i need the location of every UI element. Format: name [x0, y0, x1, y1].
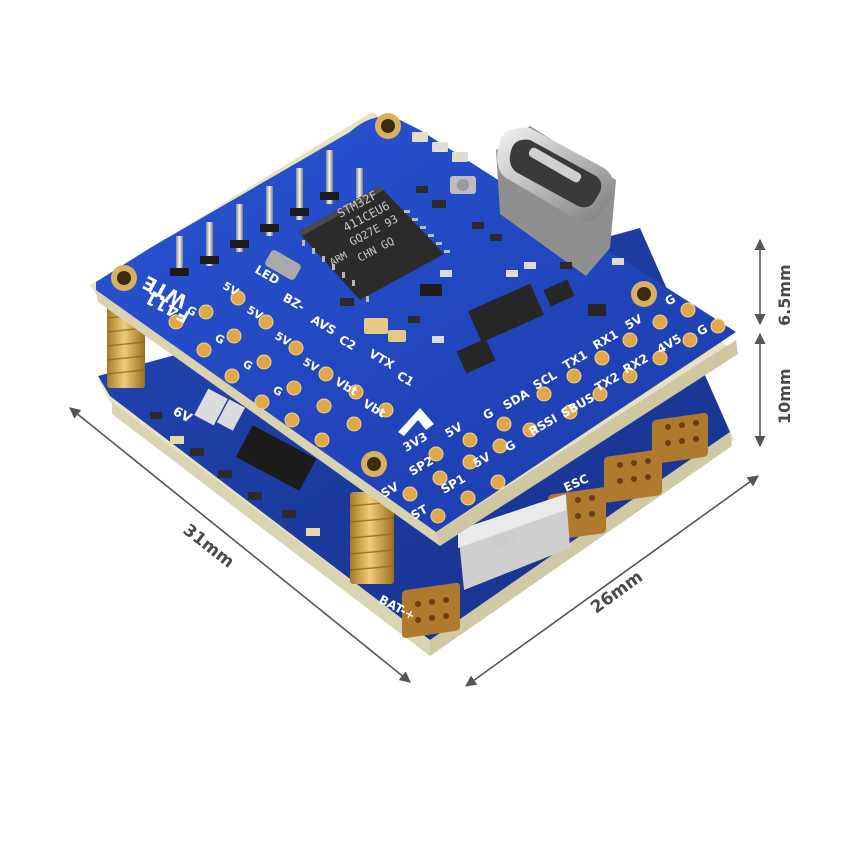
solder-pads	[168, 290, 726, 524]
battery-pad	[402, 582, 460, 638]
length-arrow	[69, 407, 411, 683]
mcu-chip: STM32F 411CEU6 GQ27E 93 CHN GQ ARM	[298, 186, 450, 302]
top-board: STM32F 411CEU6 GQ27E 93 CHN GQ ARM	[90, 112, 738, 546]
motor-pad-3	[652, 413, 708, 464]
length-label: 31mm	[179, 520, 238, 572]
stack-height-label: 10mm	[775, 368, 794, 424]
usb-c-connector	[496, 126, 616, 276]
smd-components	[265, 132, 624, 374]
top-height-label: 6.5mm	[775, 264, 794, 326]
width-arrow	[465, 475, 759, 687]
dimension-annotations	[69, 238, 766, 687]
header-pins	[170, 150, 363, 276]
top-board-surface	[96, 116, 736, 532]
